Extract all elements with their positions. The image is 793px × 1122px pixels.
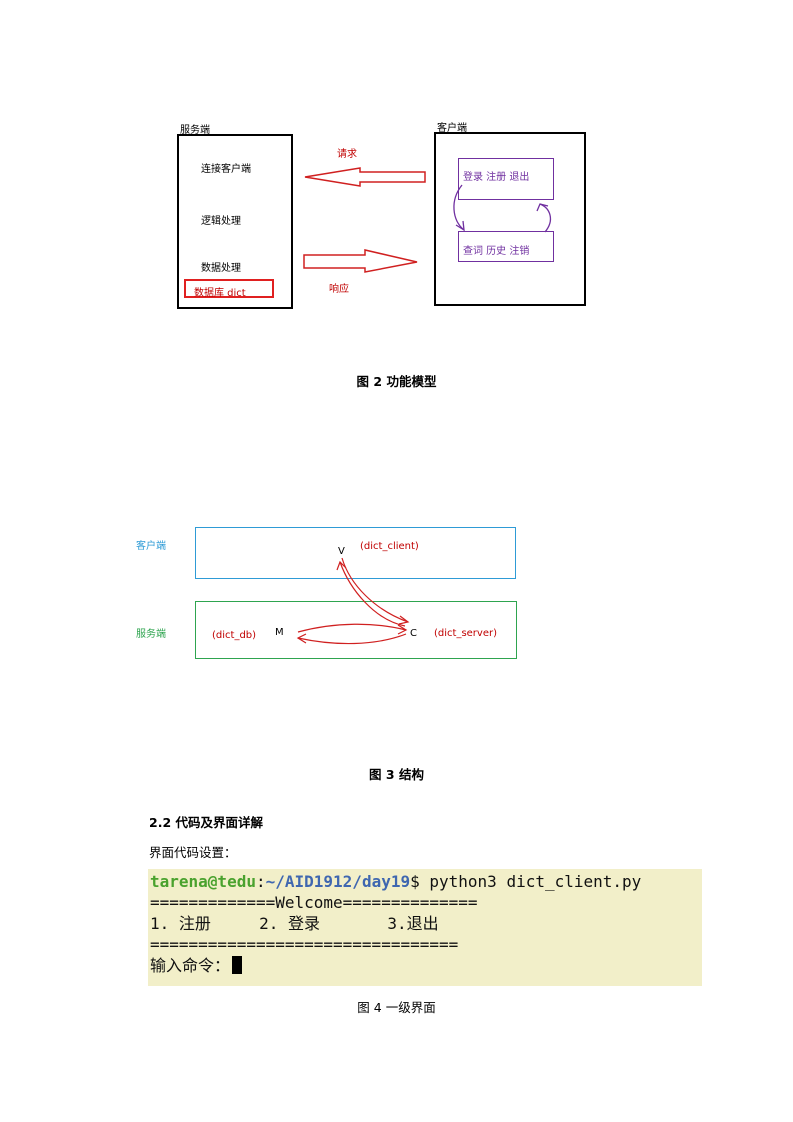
fig3-arrows (296, 557, 410, 645)
fig2-arrows (303, 167, 426, 273)
v-label: V (338, 546, 345, 557)
terminal-sep: : (255, 872, 266, 891)
terminal-cmd: $ python3 dict_client.py (410, 872, 642, 891)
terminal-path: ~/AID1912/day19 (265, 872, 411, 891)
section-subheading: 界面代码设置： (149, 845, 237, 860)
terminal-screenshot: tarena@tedu:~/AID1912/day19$ python3 dic… (148, 869, 702, 986)
terminal-line-3: 1. 注册 2. 登录 3.退出 (150, 914, 439, 933)
server-item-data: 数据处理 (201, 263, 241, 274)
client-flow-arrows (453, 184, 552, 233)
dict-server-label: (dict_server) (434, 628, 498, 639)
fig2-caption: 图 2 功能模型 (356, 374, 437, 389)
terminal-user: tarena@tedu (150, 872, 256, 891)
client-box (434, 132, 586, 306)
c-label: C (410, 628, 417, 639)
terminal-line-4: ================================ (150, 935, 459, 954)
client-title: 客户端 (437, 123, 467, 134)
dict-client-label: (dict_client) (360, 541, 419, 552)
fig3-server-label: 服务端 (136, 629, 166, 640)
fig3-server-box (195, 601, 517, 659)
server-item-logic: 逻辑处理 (201, 216, 241, 227)
fig3-client-box (195, 527, 516, 579)
request-label: 请求 (337, 149, 357, 160)
response-label: 响应 (329, 284, 349, 295)
server-item-connect: 连接客户端 (201, 164, 251, 175)
terminal-cursor (232, 956, 243, 974)
client-bottom-label: 查词 历史 注销 (463, 246, 530, 257)
section-heading: 2.2 代码及界面详解 (149, 815, 263, 830)
fig4-caption: 图 4 一级界面 (357, 1000, 436, 1015)
fig3-client-label: 客户端 (136, 541, 166, 552)
client-top-box (458, 158, 554, 200)
request-arrow (304, 167, 426, 187)
terminal-prompt: 输入命令： (150, 956, 231, 975)
db-box (184, 279, 274, 298)
server-title: 服务端 (180, 125, 210, 136)
response-arrow (303, 249, 418, 273)
client-bottom-box (458, 231, 554, 262)
terminal-line-1: tarena@tedu:~/AID1912/day19$ python3 dic… (150, 871, 641, 892)
server-box (177, 134, 293, 309)
terminal-line-2: =============Welcome============== (150, 893, 478, 912)
dict-db-label: (dict_db) (212, 630, 257, 641)
fig3-caption: 图 3 结构 (369, 767, 424, 782)
client-top-label: 登录 注册 退出 (463, 172, 530, 183)
m-label: M (275, 627, 284, 638)
terminal-line-5: 输入命令： (150, 955, 243, 976)
db-label: 数据库 dict (194, 288, 246, 299)
